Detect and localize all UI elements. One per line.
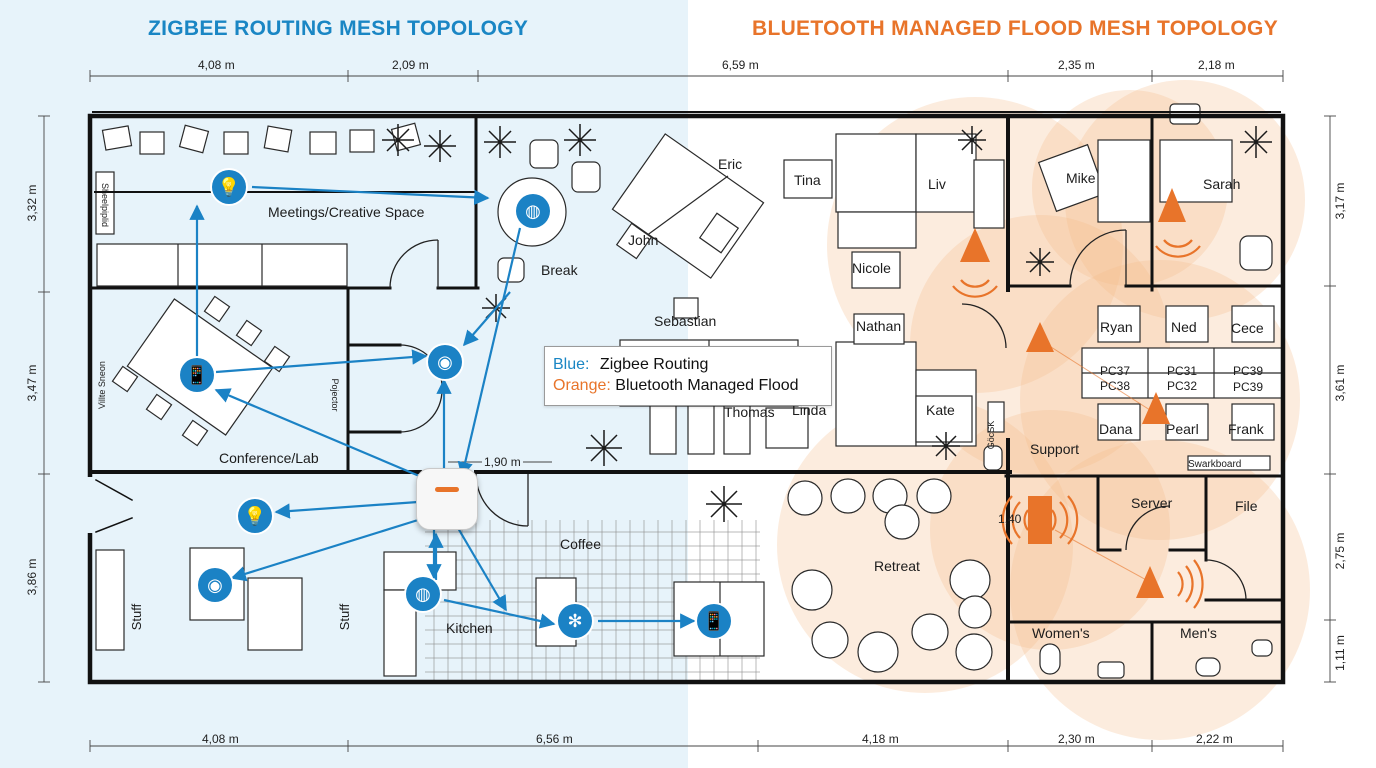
- room-file: File: [1235, 498, 1258, 514]
- room-womens: Women's: [1032, 625, 1090, 641]
- dim-top-3: 6,59 m: [722, 58, 759, 72]
- dim-top-2: 2,09 m: [392, 58, 429, 72]
- person-sarah: Sarah: [1203, 176, 1241, 192]
- person-nathan: Nathan: [856, 318, 902, 334]
- room-retreat: Retreat: [874, 558, 920, 574]
- sensor-icon[interactable]: ✻: [558, 604, 592, 638]
- lamp-icon[interactable]: ◉: [198, 568, 232, 602]
- bulb-icon[interactable]: 💡: [212, 170, 246, 204]
- room-mens: Men's: [1180, 625, 1217, 641]
- person-ned: Ned: [1171, 319, 1197, 335]
- phone-icon[interactable]: 📱: [697, 604, 731, 638]
- person-tina: Tina: [794, 172, 821, 188]
- person-cece: Cece: [1231, 320, 1264, 336]
- person-thomas: Thomas: [724, 404, 775, 420]
- bluetooth-node-support: [1026, 322, 1054, 352]
- room-kitchen: Kitchen: [446, 620, 493, 636]
- person-linda: Linda: [792, 402, 827, 418]
- bluetooth-nodes: [960, 188, 1186, 598]
- door-swings: [389, 229, 1247, 601]
- room-break: Break: [541, 262, 578, 278]
- lamp-icon[interactable]: ◉: [428, 345, 462, 379]
- label-stuff-left: Stuff: [129, 603, 144, 631]
- label-shelf: Sheelpiplid: [100, 182, 110, 228]
- person-frank: Frank: [1228, 421, 1264, 437]
- dim-right-2: 3,61 m: [1333, 364, 1347, 402]
- walls: [87, 111, 1286, 685]
- pc-32: PC32: [1167, 379, 1198, 393]
- label-gwc: GöcSK: [986, 420, 996, 450]
- person-mike: Mike: [1066, 170, 1096, 186]
- room-support: Support: [1030, 441, 1080, 457]
- person-ryan: Ryan: [1100, 319, 1133, 335]
- dim-door-gap-right: 1,40: [998, 512, 1022, 526]
- label-whiteboard: Villte Sneon: [97, 361, 107, 409]
- room-meetings: Meetings/Creative Space: [268, 204, 425, 220]
- zigbee-hub[interactable]: [416, 468, 478, 530]
- dim-bottom-1: 4,08 m: [202, 732, 239, 746]
- room-coffee: Coffee: [560, 536, 601, 552]
- person-kate: Kate: [926, 402, 955, 418]
- dim-right-1: 3,17 m: [1333, 182, 1347, 220]
- dim-left-2: 3,47 m: [25, 364, 39, 402]
- bulb-icon[interactable]: 💡: [238, 499, 272, 533]
- person-pearl: Pearl: [1166, 421, 1199, 437]
- dim-bottom-3: 4,18 m: [862, 732, 899, 746]
- bluetooth-title: BLUETOOTH MANAGED FLOOD MESH TOPOLOGY: [752, 17, 1278, 40]
- dim-bottom-4: 2,30 m: [1058, 732, 1095, 746]
- label-projector: Pojector: [330, 378, 340, 412]
- pc-39-a: PC39: [1233, 364, 1264, 378]
- bluetooth-node-pc-area: [1142, 392, 1170, 424]
- person-john: John: [628, 232, 659, 248]
- legend: Blue: Zigbee Routing Orange: Bluetooth M…: [544, 346, 832, 406]
- zigbee-routes: [189, 185, 696, 629]
- dim-bottom-2: 6,56 m: [536, 732, 573, 746]
- person-sebastian: Sebastian: [654, 313, 717, 329]
- label-desk: Swarkboard: [1188, 459, 1242, 470]
- dim-left-1: 3,32 m: [25, 184, 39, 222]
- dim-right-4: 1,11 m: [1333, 635, 1347, 671]
- plug-icon[interactable]: ◍: [406, 577, 440, 611]
- person-liv: Liv: [928, 176, 946, 192]
- legend-zigbee: Blue: Zigbee Routing: [553, 356, 708, 374]
- pc-38: PC38: [1100, 379, 1131, 393]
- legend-zigbee-value: Zigbee Routing: [599, 356, 709, 373]
- legend-bluetooth-key: Orange:: [553, 377, 611, 394]
- bluetooth-relay-box: [1028, 496, 1052, 544]
- zigbee-title: ZIGBEE ROUTING MESH TOPOLOGY: [148, 17, 529, 40]
- dim-door-gap: 1,90 m: [482, 455, 523, 469]
- pc-37: PC37: [1100, 364, 1131, 378]
- plug-icon[interactable]: ◍: [516, 194, 550, 228]
- bluetooth-node-desk: [960, 228, 990, 262]
- bluetooth-node-sarah: [1158, 188, 1186, 222]
- hub-status-light: [435, 487, 459, 492]
- legend-bluetooth: Orange: Bluetooth Managed Flood: [553, 377, 799, 395]
- furniture: [95, 103, 1283, 679]
- dim-top-1: 4,08 m: [198, 58, 235, 72]
- person-nicole: Nicole: [852, 260, 891, 276]
- label-stuff-kitchen: Stuff: [337, 603, 352, 631]
- legend-bluetooth-value: Bluetooth Managed Flood: [615, 377, 799, 394]
- legend-zigbee-key: Blue:: [553, 356, 590, 373]
- pc-31: PC31: [1167, 364, 1198, 378]
- phone-icon[interactable]: 📱: [180, 358, 214, 392]
- pc-39-b: PC39: [1233, 380, 1264, 394]
- room-server: Server: [1131, 495, 1173, 511]
- room-conference: Conference/Lab: [219, 450, 319, 466]
- person-dana: Dana: [1099, 421, 1133, 437]
- bluetooth-node-server: [1136, 566, 1164, 598]
- person-eric: Eric: [718, 156, 743, 172]
- dim-top-5: 2,18 m: [1198, 58, 1235, 72]
- bluetooth-signals: [952, 239, 1204, 609]
- dim-right-3: 2,75 m: [1333, 532, 1347, 570]
- dim-left-3: 3,86 m: [25, 558, 39, 596]
- dim-top-4: 2,35 m: [1058, 58, 1095, 72]
- dim-bottom-5: 2,22 m: [1196, 732, 1233, 746]
